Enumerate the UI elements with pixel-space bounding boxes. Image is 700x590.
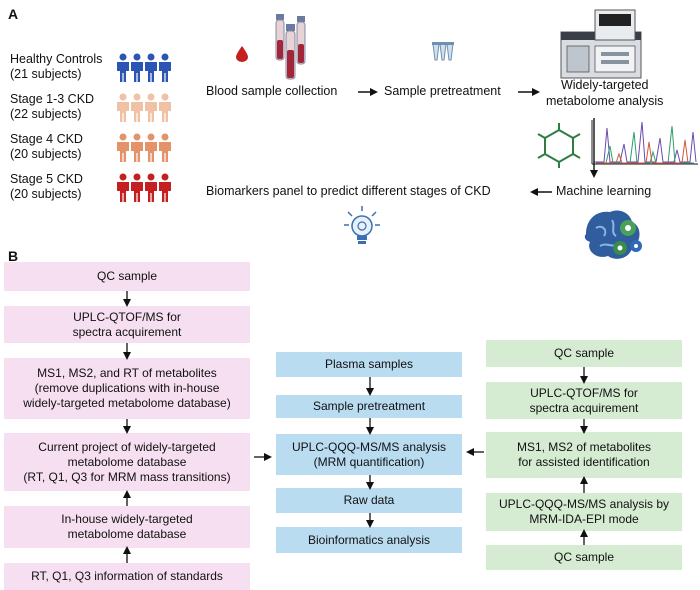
blood-collection-step: Blood sample collection <box>206 84 338 98</box>
group-label: Stage 5 CKD(20 subjects) <box>10 172 83 202</box>
middle-column-box: Plasma samples <box>276 352 462 377</box>
box-text-line: for assisted identification <box>518 455 650 469</box>
left-column-box: QC sample <box>4 262 250 291</box>
box-text-line: (RT, Q1, Q3 for MRM mass transitions) <box>23 469 231 484</box>
group-name: Stage 5 CKD <box>10 172 83 186</box>
biomarkers-step: Biomarkers panel to predict different st… <box>206 184 491 198</box>
lightbulb-icon <box>344 206 380 244</box>
group-count: (20 subjects) <box>10 187 82 201</box>
panel-a-arrows <box>358 88 598 196</box>
sample-pretreatment-step: Sample pretreatment <box>384 84 501 98</box>
box-text-line: MS1, MS2, and RT of metabolites <box>37 366 217 380</box>
group-name: Healthy Controls <box>10 52 103 66</box>
group-label: Stage 1-3 CKD(22 subjects) <box>10 92 94 122</box>
middle-column-box: Bioinformatics analysis <box>276 527 462 553</box>
box-text-line: widely-targeted metabolome database) <box>23 396 231 410</box>
box-text-line: (remove duplications with in-house <box>34 381 220 395</box>
box-text-line: spectra acquirement <box>72 324 182 339</box>
people-icon <box>117 173 171 202</box>
box-text-line: Plasma samples <box>324 357 414 371</box>
metabolome-analysis-step: Widely-targeted metabolome analysis <box>546 77 663 109</box>
box-text-line: (MRM quantification) <box>313 454 425 469</box>
right-column-box: QC sample <box>486 545 682 570</box>
box-text-line: Current project of widely-targeted <box>38 439 216 454</box>
box-text-line: In-house widely-targeted <box>61 512 193 526</box>
group-label: Healthy Controls(21 subjects) <box>10 52 102 82</box>
box-text-line: RT, Q1, Q3 information of standards <box>31 569 223 583</box>
group-name: Stage 4 CKD <box>10 132 83 146</box>
group-count: (21 subjects) <box>10 67 82 81</box>
blood-drop-icon <box>236 46 248 62</box>
middle-column-box: UPLC-QQQ-MS/MS analysis(MRM quantificati… <box>276 434 462 475</box>
box-text-line: UPLC-QQQ-MS/MS analysis <box>291 439 447 454</box>
left-column-box: MS1, MS2, and RT of metabolites(remove d… <box>4 358 250 419</box>
box-text-line: MRM-IDA-EPI mode <box>529 512 639 526</box>
group-name: Stage 1-3 CKD <box>10 92 95 106</box>
box-text-line: spectra acquirement <box>529 400 639 415</box>
chromatogram-icon <box>591 120 698 165</box>
panel-b-label: B <box>8 248 19 264</box>
box-text-line: Sample pretreatment <box>312 399 426 413</box>
box-text-line: Bioinformatics analysis <box>307 532 431 547</box>
left-column-box: RT, Q1, Q3 information of standards <box>4 563 250 590</box>
box-text-line: metabolome database <box>67 454 187 469</box>
box-text-line: MS1, MS2 of metabolites <box>516 440 652 454</box>
middle-column-box: Sample pretreatment <box>276 395 462 418</box>
box-text-line: QC sample <box>553 346 615 360</box>
people-icon <box>117 93 171 122</box>
panel-a-label: A <box>8 6 19 22</box>
box-text-line: UPLC-QTOF/MS for <box>73 309 181 324</box>
people-icon <box>117 53 171 82</box>
box-text-line: Raw data <box>343 493 395 507</box>
box-text-line: UPLC-QTOF/MS for <box>530 385 638 400</box>
machine-learning-step: Machine learning <box>556 184 652 198</box>
metabolome-analysis-line1: Widely-targeted <box>560 78 649 92</box>
group-count: (22 subjects) <box>10 107 82 121</box>
molecule-icon <box>537 123 581 168</box>
mass-spectrometer-icon <box>560 9 642 79</box>
box-text-line: UPLC-QQQ-MS/MS analysis by <box>498 497 670 511</box>
people-icon <box>117 133 171 162</box>
middle-column-box: Raw data <box>276 488 462 513</box>
group-count: (20 subjects) <box>10 147 82 161</box>
metabolome-analysis-line2: metabolome analysis <box>546 94 664 108</box>
sample-vials-icon <box>432 42 454 61</box>
box-text-line: metabolome database <box>67 527 187 541</box>
group-label: Stage 4 CKD(20 subjects) <box>10 132 83 162</box>
right-column-box: QC sample <box>486 340 682 367</box>
brain-gears-icon <box>584 210 642 259</box>
box-text-line: QC sample <box>96 269 158 283</box>
box-text-line: QC sample <box>553 550 615 564</box>
blood-tubes-icon <box>275 14 306 80</box>
